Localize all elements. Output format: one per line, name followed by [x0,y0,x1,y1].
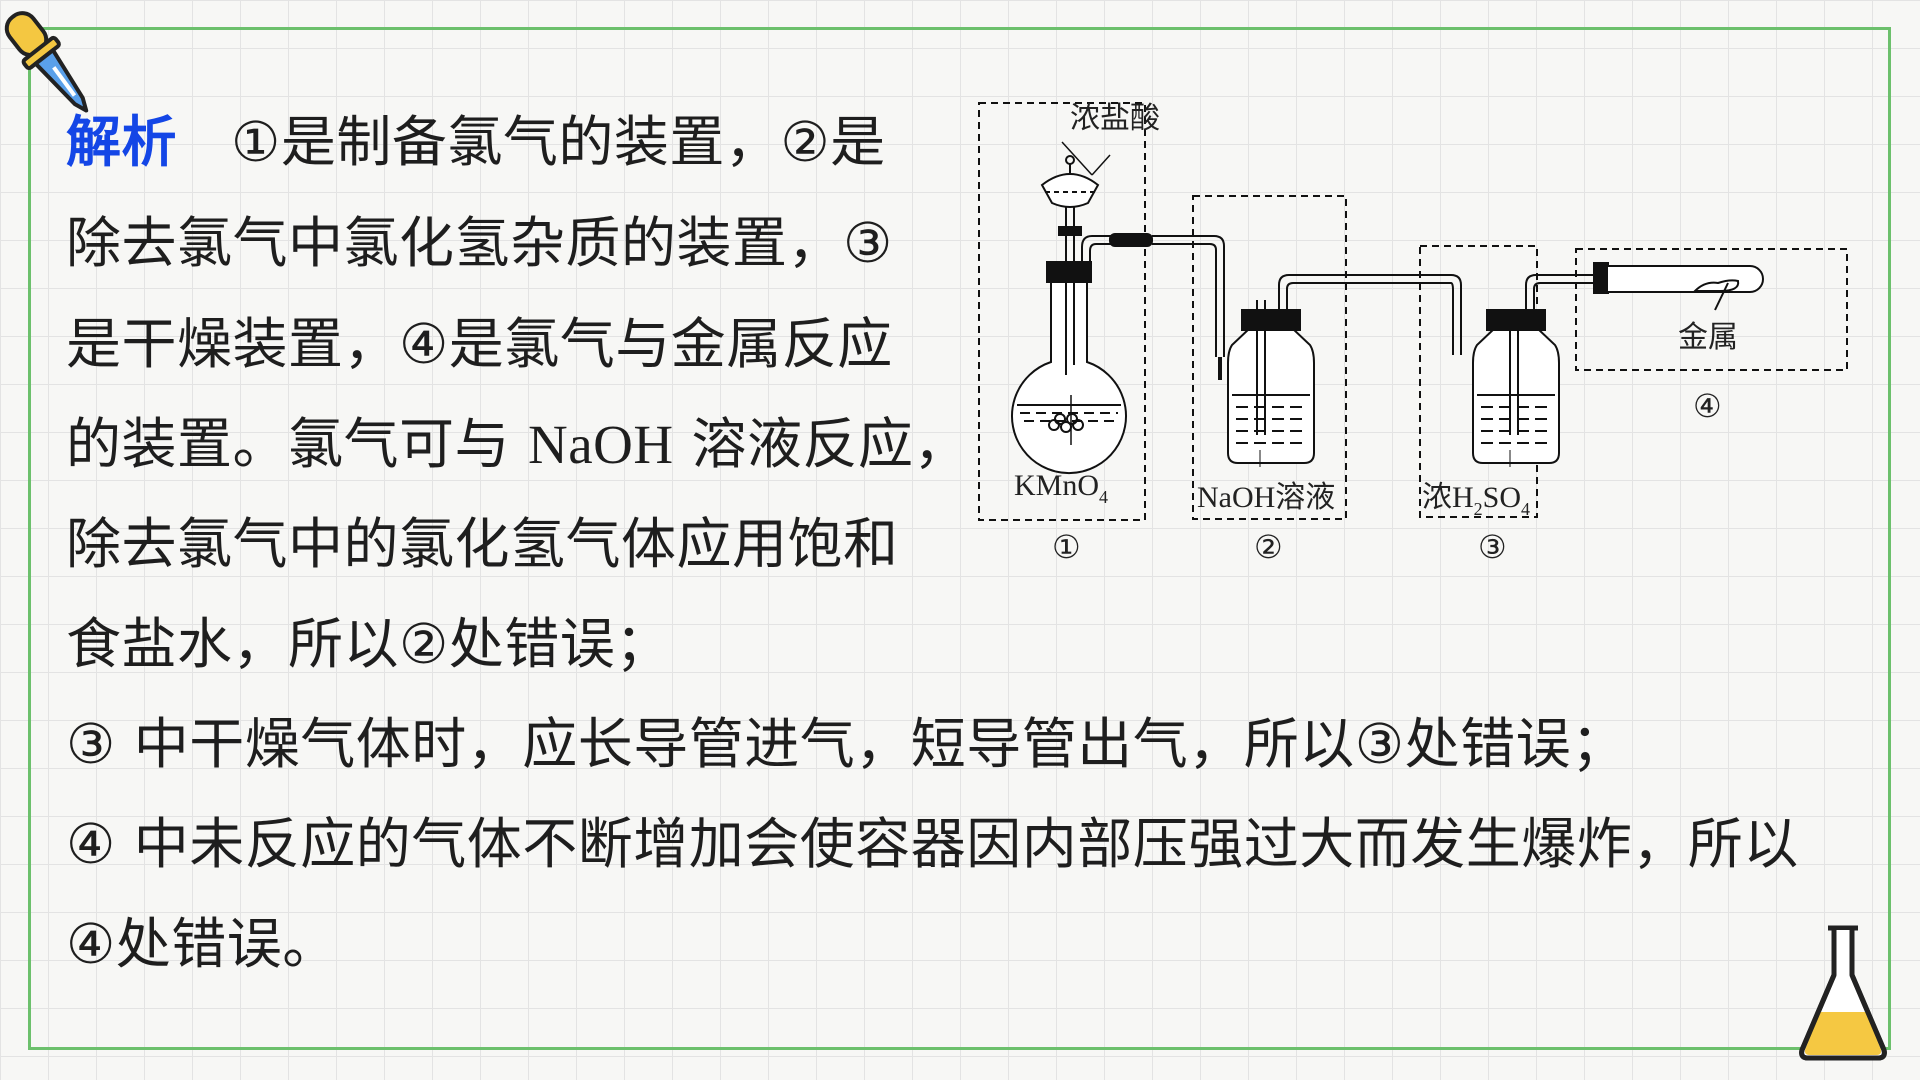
naoh-label: NaOH溶液 [1197,481,1335,514]
num-1: ① [1052,529,1081,565]
kmno4-label: KMnO4 [1014,469,1108,507]
text-line-4: 的装置。氯气可与 NaOH 溶液反应， [66,412,970,476]
text-line-3: 是干燥装置，④是氯气与金属反应 [66,312,893,376]
metal-label: 金属 [1678,321,1738,354]
num-4: ④ [1693,388,1722,424]
content-frame [28,27,1891,1050]
dropper-icon [4,11,89,113]
text-line-9: ④处错误。 [66,912,338,976]
test-tube-with-metal [1593,262,1764,311]
naoh-wash-bottle [1227,274,1451,464]
chlorine-apparatus-diagram: 浓盐酸 KMnO4 NaOH溶液 浓H2SO4 金属 ① ② ③ ④ [978,102,1848,565]
rubber-connector [1109,233,1153,247]
num-3: ③ [1478,529,1507,565]
h2so4-label: 浓H2SO4 [1422,481,1530,519]
acid-label: 浓盐酸 [1070,102,1160,135]
flask-icon [1799,925,1887,1061]
text-line-7: ③ 中干燥气体时，应长导管进气，短导管出气，所以③处错误； [66,712,1627,776]
text-line-6: 食盐水，所以②处错误； [66,612,671,676]
box-1 [978,102,1146,521]
text-line-8: ④ 中未反应的气体不断增加会使容器因内部压强过大而发生爆炸，所以 [66,812,1799,876]
box-2 [1192,195,1347,520]
round-bottom-flask [1011,155,1127,475]
text-line-2: 除去氯气中氯化氢杂质的装置，③ [66,211,893,275]
num-2: ② [1254,529,1283,565]
text-line-5: 除去氯气中的氯化氢气体应用饱和 [66,512,899,576]
box-4 [1575,248,1848,371]
analysis-heading: 解析 [66,110,178,174]
h2so4-drying-bottle [1472,274,1605,464]
